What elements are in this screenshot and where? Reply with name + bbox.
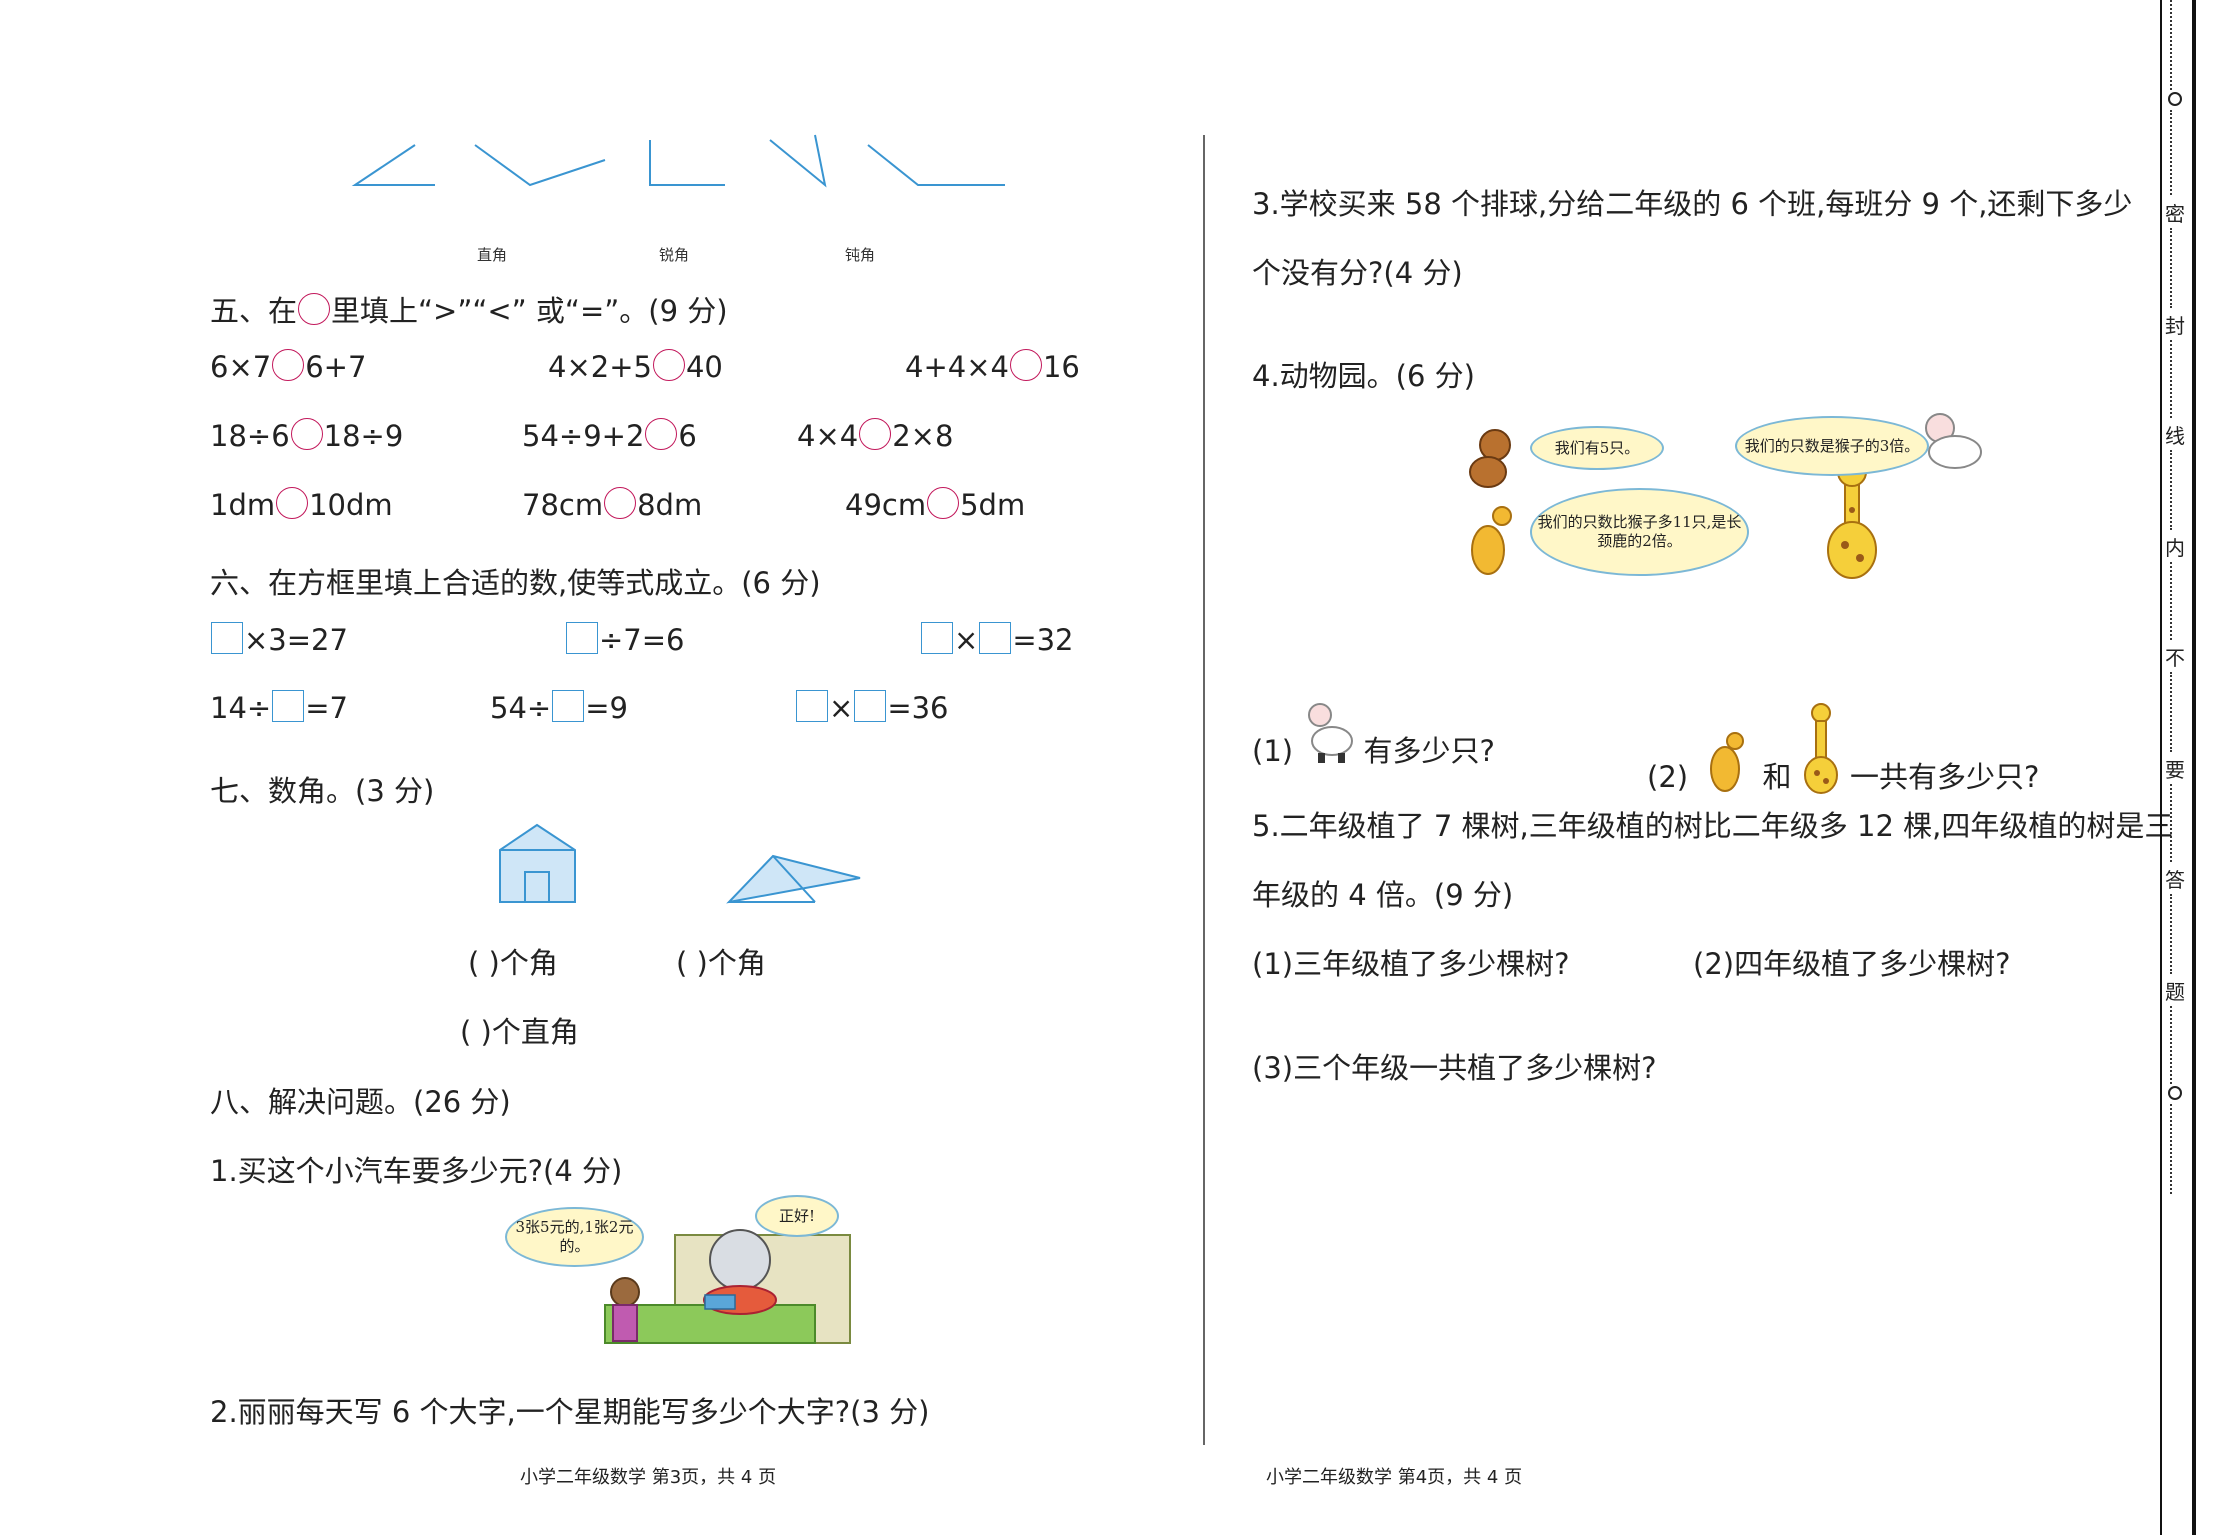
sheep-icon [1308, 703, 1354, 763]
question-4-sub2: (2) 和 一共有多少只? [1647, 701, 2039, 801]
section6-title: 六、在方框里填上合适的数,使等式成立。(6 分) [210, 566, 821, 600]
angle-count-2[interactable]: ( )个角 [676, 946, 766, 980]
section7-title: 七、数角。(3 分) [210, 774, 435, 808]
answer-circle[interactable] [272, 349, 305, 381]
seal-char: 答 [2165, 868, 2185, 892]
answer-box[interactable] [854, 690, 887, 722]
house-shape [499, 823, 576, 903]
question-3-line2: 个没有分?(4 分) [1252, 256, 1463, 290]
seal-dotted-line [2170, 672, 2172, 752]
answer-box[interactable] [552, 690, 585, 722]
answer-circle[interactable] [927, 487, 960, 519]
answer-circle[interactable] [290, 418, 323, 450]
answer-circle[interactable] [276, 487, 309, 519]
seal-margin-border [2192, 0, 2196, 1535]
seal-char: 题 [2165, 980, 2185, 1004]
right-angle-count[interactable]: ( )个直角 [460, 1015, 579, 1049]
angle-count-1[interactable]: ( )个角 [468, 946, 558, 980]
equation-6: ×=36 [795, 690, 949, 726]
seal-char: 要 [2165, 758, 2185, 782]
angle-2 [474, 144, 606, 187]
seal-dotted-line [2170, 1006, 2172, 1084]
page-footer-right: 小学二年级数学 第4页，共 4 页 [1266, 1467, 1523, 1488]
seal-dotted-line [2170, 110, 2172, 195]
speech-bubble-elephant: 正好! [755, 1195, 839, 1237]
seal-char: 密 [2165, 202, 2185, 226]
answer-circle[interactable] [1009, 349, 1042, 381]
triangle-shape [726, 854, 861, 904]
angle-label-acute: 锐角 [659, 246, 690, 264]
kangaroo-icon [1710, 732, 1745, 792]
seal-dotted-line [2170, 1104, 2172, 1194]
answer-box[interactable] [566, 622, 598, 654]
question-5-line1: 5.二年级植了 7 棵树,三年级植的树比二年级多 12 棵,四年级植的树是三 [1252, 809, 2174, 843]
equation-1: ×3=27 [210, 622, 348, 658]
seal-dotted-line [2170, 0, 2172, 90]
equation-5: 54÷=9 [490, 690, 628, 725]
answer-circle[interactable] [645, 418, 678, 450]
seal-dotted-line [2170, 228, 2172, 308]
equation-2: ÷7=6 [565, 622, 685, 658]
shop-illustration: 3张5元的,1张2元的。 正好! [505, 1195, 855, 1345]
speech-bubble-monkey: 我们有5只。 [1530, 426, 1664, 470]
angle-1 [351, 144, 435, 186]
answer-box[interactable] [979, 622, 1012, 654]
page-footer-left: 小学二年级数学 第3页，共 4 页 [520, 1467, 777, 1488]
question-5-line2: 年级的 4 倍。(9 分) [1252, 878, 1514, 912]
question-5-sub2: (2)四年级植了多少棵树? [1693, 947, 2011, 981]
seal-char: 封 [2165, 314, 2185, 338]
answer-box[interactable] [921, 622, 953, 654]
binding-hole-icon [2168, 1086, 2182, 1100]
answer-box[interactable] [272, 690, 305, 722]
seal-dotted-line [2170, 894, 2172, 974]
seal-char: 内 [2165, 536, 2185, 560]
seal-dotted-line [2170, 562, 2172, 640]
question-4-sub1: (1) 有多少只? [1252, 701, 1495, 771]
answer-circle[interactable] [604, 487, 637, 519]
seal-margin-line [2160, 0, 2162, 1535]
seal-dotted-line [2170, 450, 2172, 530]
seal-char: 线 [2165, 424, 2185, 448]
speech-bubble-kangaroo: 我们的只数比猴子多11只,是长颈鹿的2倍。 [1530, 488, 1749, 576]
giraffe-icon [1803, 703, 1838, 794]
angle-3 [649, 140, 725, 186]
equation-3: ×=32 [920, 622, 1074, 658]
angle-label-obtuse: 钝角 [845, 246, 876, 264]
angle-4 [769, 134, 827, 188]
speech-bubble-bear: 3张5元的,1张2元的。 [505, 1207, 644, 1267]
speech-bubble-sheep: 我们的只数是猴子的3倍。 [1735, 416, 1929, 476]
page-divider [1203, 135, 1205, 1445]
question-5-sub1: (1)三年级植了多少棵树? [1252, 947, 1570, 981]
compare-circle [298, 293, 331, 325]
answer-circle[interactable] [652, 349, 685, 381]
question-2: 2.丽丽每天写 6 个大字,一个星期能写多少个大字?(3 分) [210, 1395, 930, 1429]
section8-title: 八、解决问题。(26 分) [210, 1085, 511, 1119]
angle-figures [351, 134, 1005, 188]
binding-hole-icon [2168, 92, 2182, 106]
seal-dotted-line [2170, 340, 2172, 418]
answer-circle[interactable] [859, 418, 892, 450]
answer-box[interactable] [211, 622, 243, 654]
angle-5 [867, 144, 1005, 186]
section5-title: 五、在里填上“>”“<” 或“=”。(9 分) [210, 293, 728, 328]
question-1: 1.买这个小汽车要多少元?(4 分) [210, 1154, 623, 1188]
answer-box[interactable] [796, 690, 828, 722]
seal-dotted-line [2170, 784, 2172, 862]
seal-char: 不 [2165, 646, 2185, 670]
question-4: 4.动物园。(6 分) [1252, 359, 1475, 393]
equation-4: 14÷=7 [210, 690, 348, 725]
zoo-illustration: 我们有5只。 我们的只数是猴子的3倍。 我们的只数比猴子多11只,是长颈鹿的2倍… [1450, 410, 2000, 610]
question-3-line1: 3.学校买来 58 个排球,分给二年级的 6 个班,每班分 9 个,还剩下多少 [1252, 187, 2133, 221]
angle-label-right: 直角 [477, 246, 508, 264]
question-5-sub3: (3)三个年级一共植了多少棵树? [1252, 1051, 1657, 1085]
